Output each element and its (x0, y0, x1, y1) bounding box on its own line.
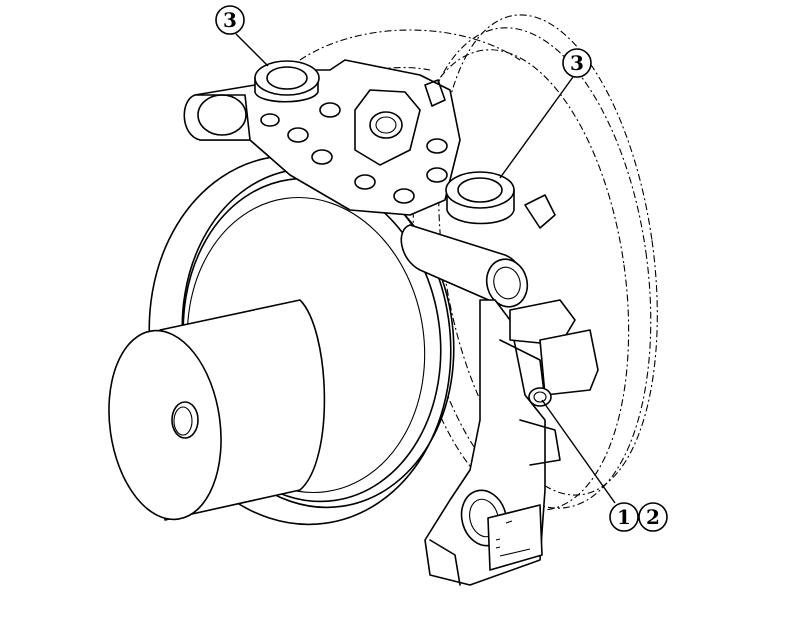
side-boss (400, 224, 529, 308)
bolt-heads (260, 102, 448, 204)
mounting-pad-top (254, 60, 320, 103)
svg-text:1: 1 (617, 505, 631, 529)
svg-text:3: 3 (223, 8, 237, 32)
drain-plug (528, 387, 552, 407)
svg-text:2: 2 (646, 505, 660, 529)
hub-cylinder (108, 299, 326, 521)
nameplate (487, 504, 543, 571)
callout-3-top: 3 (215, 5, 245, 35)
mounting-pad-right (445, 171, 556, 229)
callout-1: 1 (609, 502, 639, 532)
callout-2: 2 (638, 502, 668, 532)
gearbox-body (424, 299, 599, 586)
svg-text:3: 3 (570, 51, 584, 75)
leader-lines (235, 33, 616, 504)
callout-3-right: 3 (562, 48, 592, 78)
